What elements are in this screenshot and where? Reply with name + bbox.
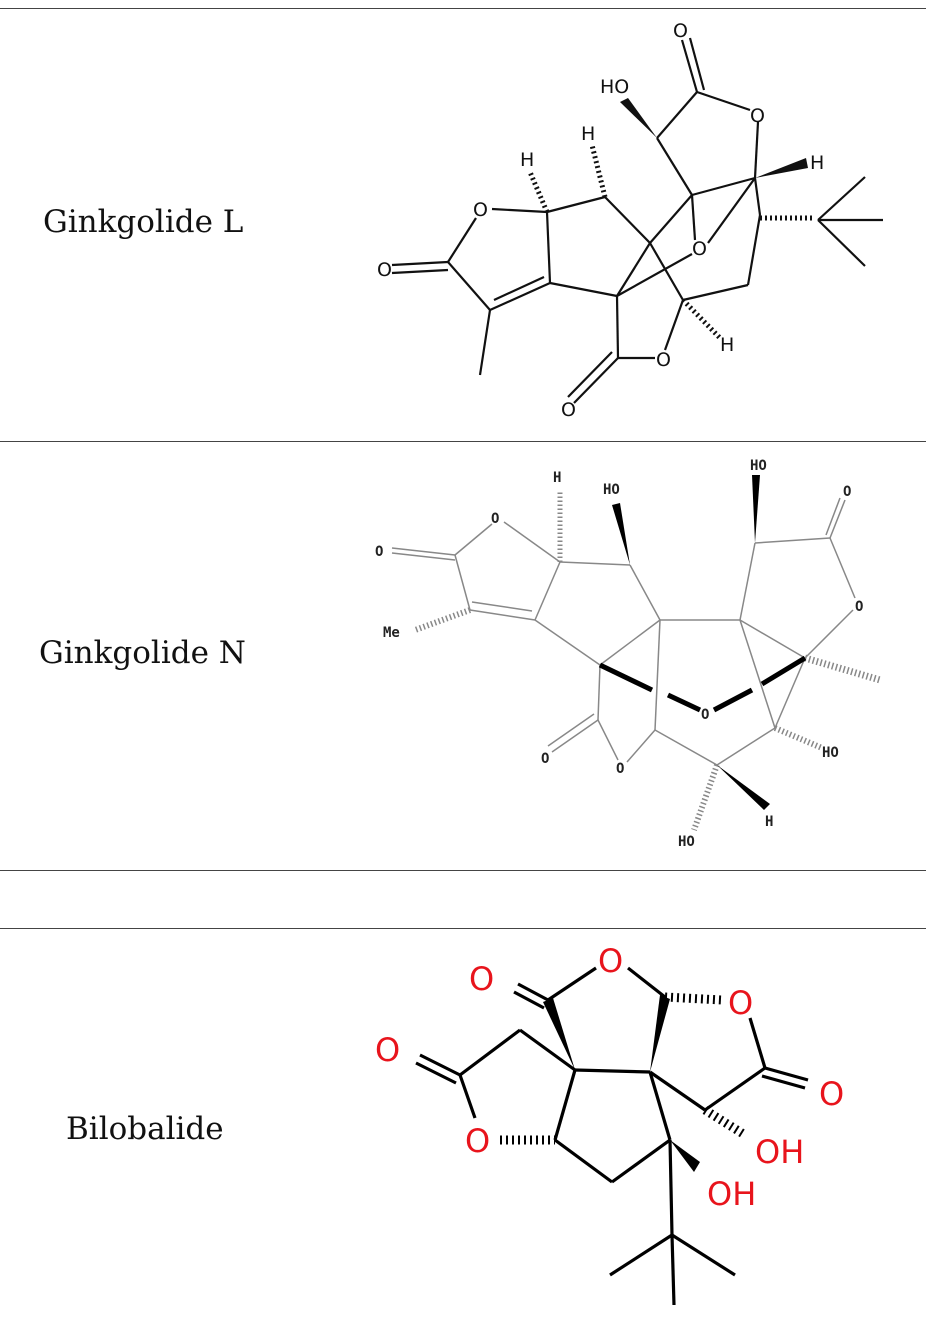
atom-label: O (656, 349, 671, 371)
atom-label: O (750, 105, 765, 127)
atom-label: O (491, 511, 499, 527)
atom-label: H (810, 152, 824, 174)
atom-label: O (469, 960, 494, 998)
atom-label: O (598, 942, 623, 980)
atom-label: H (720, 334, 734, 356)
ginkgolide-l-structure (391, 37, 883, 404)
atom-label: O (541, 751, 549, 767)
atom-label: O (561, 399, 576, 421)
atom-label: O (692, 238, 707, 260)
atom-label: O (728, 984, 753, 1022)
bilobalide-structure (415, 966, 809, 1306)
table-rule-top (0, 8, 926, 9)
compound-name-ginkgolide-n: Ginkgolide N (39, 635, 246, 671)
atom-label: O (375, 1031, 400, 1069)
atom-label: O (701, 707, 709, 723)
atom-label: H (765, 814, 773, 830)
table-rule (0, 928, 926, 929)
atom-label: OH (707, 1175, 756, 1213)
atom-label: O (465, 1122, 490, 1160)
compound-name-ginkgolide-l: Ginkgolide L (43, 204, 244, 240)
atom-label: HO (603, 482, 620, 498)
atom-label: O (375, 544, 383, 560)
atom-label: O (843, 484, 851, 500)
table-rule (0, 441, 926, 442)
ginkgolide-n-structure (391, 475, 881, 832)
atom-label: HO (678, 834, 695, 850)
atom-label: HO (600, 76, 629, 98)
atom-label: Me (383, 625, 400, 641)
atom-label: O (855, 599, 863, 615)
atom-label: O (473, 199, 488, 221)
atom-label: H (520, 149, 534, 171)
atom-label: H (581, 123, 595, 145)
atom-label: O (377, 259, 392, 281)
atom-label: O (673, 20, 688, 42)
table-rule (0, 870, 926, 871)
atom-label: O (819, 1075, 844, 1113)
atom-label: HO (750, 458, 767, 474)
atom-label: HO (822, 745, 839, 761)
atom-label: H (553, 470, 561, 486)
atom-label: O (616, 761, 624, 777)
atom-label: OH (755, 1133, 804, 1171)
compound-name-bilobalide: Bilobalide (66, 1111, 224, 1147)
